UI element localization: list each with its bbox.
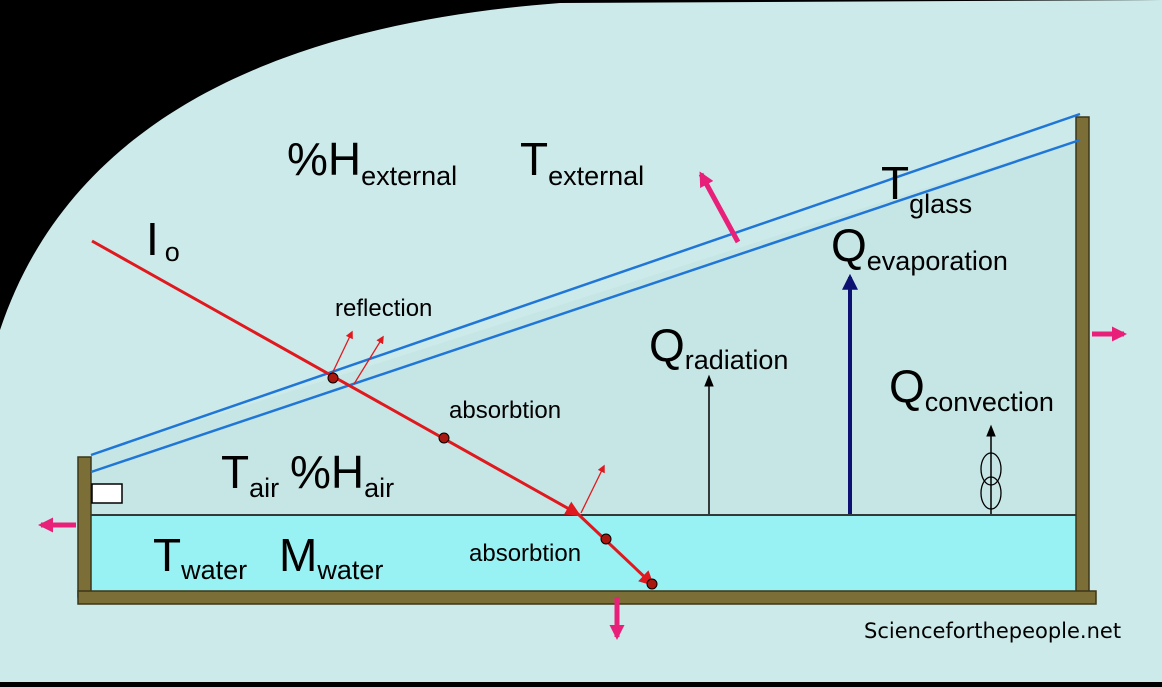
humidity-external-label: %Hexternal: [287, 133, 457, 191]
glass-inner-edge: [90, 138, 1081, 474]
q-radiation-label: Qradiation: [649, 319, 788, 375]
right-wall: [1075, 116, 1090, 596]
absorption-glass-label: absorbtion: [449, 397, 561, 424]
refracted-ray-in-water: [576, 512, 655, 587]
temp-external-label: Texternal: [520, 133, 644, 191]
temp-glass-label: Tglass: [881, 157, 972, 219]
air-absorption-point: [438, 432, 450, 444]
q-evaporation-label: Qevaporation: [831, 219, 1008, 276]
still-interior: [91, 140, 1076, 515]
reflection-arrow-2: [353, 335, 384, 385]
temp-water-label: Twater: [153, 529, 247, 585]
q-convection-label: Qconvection: [889, 360, 1054, 417]
absorption-water-label: absorbtion: [469, 540, 581, 567]
humidity-air-label: %Hair: [290, 446, 394, 503]
base-plate: [77, 590, 1097, 605]
reflection-arrow-water: [580, 464, 605, 514]
reflection-arrow-1: [329, 330, 353, 379]
reflection-label: reflection: [335, 295, 432, 322]
convection-arrow: [980, 424, 1002, 514]
glass-absorption-point: [327, 372, 339, 384]
temp-air-label: Tair: [221, 446, 279, 503]
credit-text: Scienceforthepeople.net: [864, 619, 1121, 643]
floor-absorption-point: [646, 578, 658, 590]
water-basin: [91, 515, 1076, 591]
glass-heat-loss-arrow: [698, 171, 741, 244]
vent-box: [91, 483, 123, 504]
left-wall: [77, 456, 92, 598]
water-absorption-point: [600, 533, 612, 545]
glass-outer-edge: [90, 112, 1081, 457]
mass-water-label: Mwater: [279, 529, 383, 585]
